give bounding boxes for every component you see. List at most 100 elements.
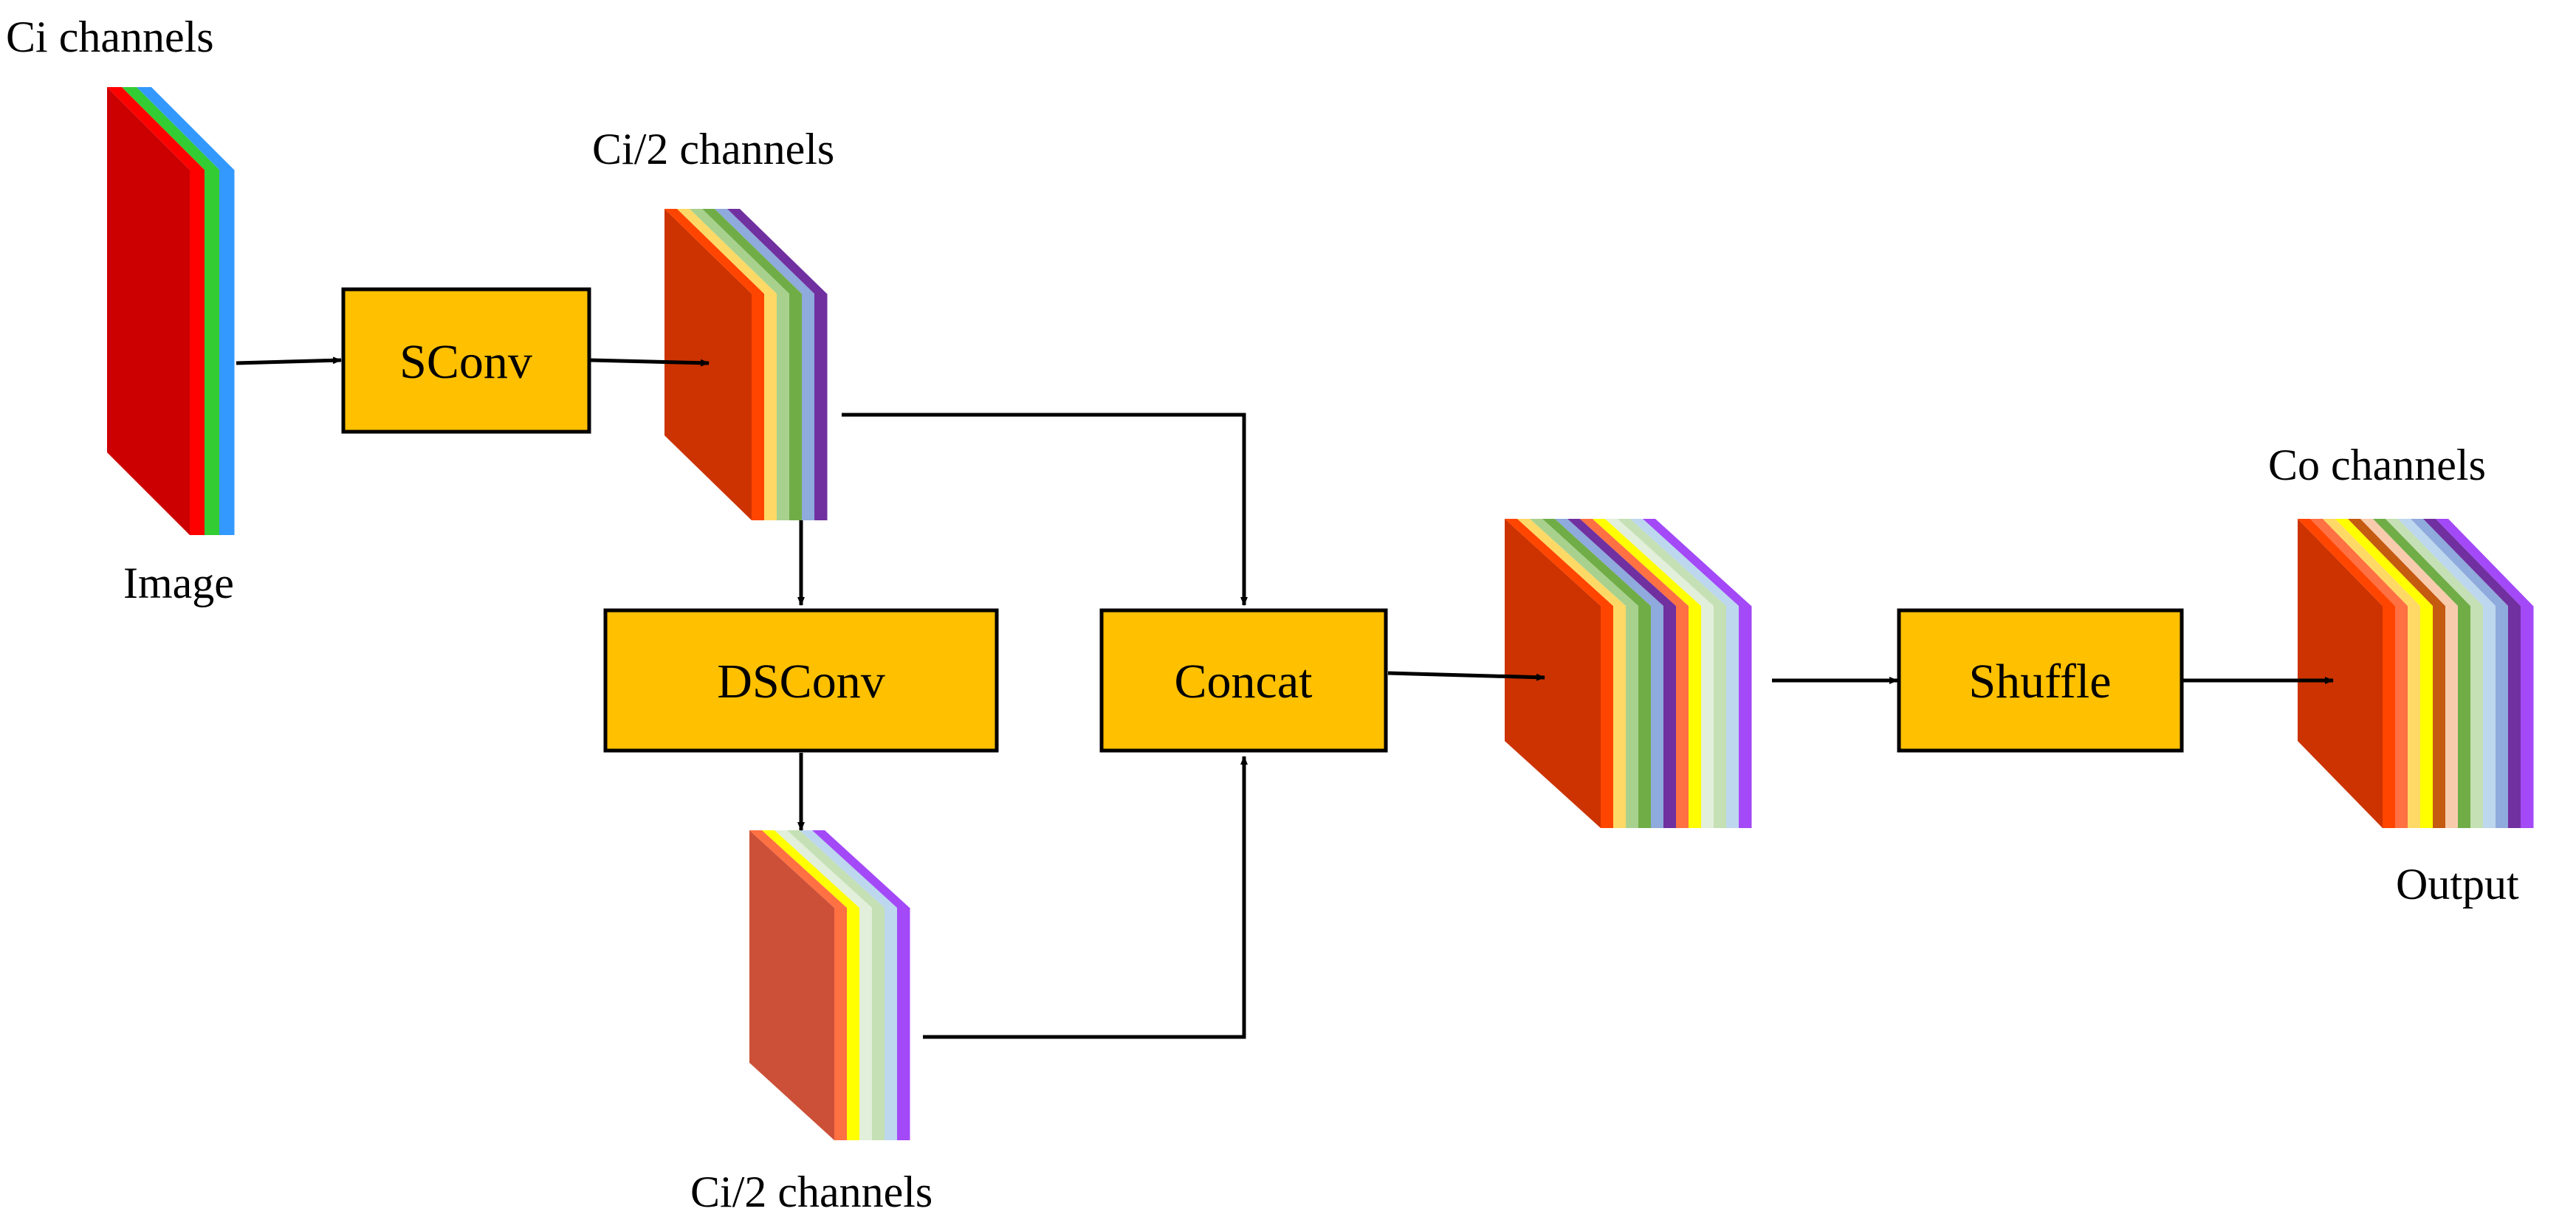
channel-slice-top xyxy=(812,830,910,908)
channel-slice xyxy=(190,170,205,535)
channel-slice-top xyxy=(1517,519,1626,606)
channel-slice xyxy=(789,294,803,520)
channel-front-face xyxy=(749,830,834,1140)
channel-slice-top xyxy=(2423,519,2521,606)
channel-slice-top xyxy=(1542,519,1651,606)
arrow-sconv-to-feature xyxy=(590,358,710,367)
concat-box xyxy=(1099,608,1388,753)
shuffle-block: Shuffle xyxy=(1897,608,2184,753)
channel-slice xyxy=(2483,606,2496,828)
dsconv-output-feature-map xyxy=(749,830,910,1140)
channel-slice-top xyxy=(1643,519,1751,606)
sconv-output-feature-map xyxy=(664,209,828,520)
input-feature-map xyxy=(107,87,235,535)
channel-slice-top xyxy=(715,209,814,294)
channel-slice-top xyxy=(2386,519,2483,606)
sconv-box xyxy=(341,287,591,434)
channel-slice xyxy=(1726,606,1739,828)
channel-slice-top xyxy=(749,830,847,908)
dsconv-block: DSConv xyxy=(603,608,999,753)
channel-slice-top xyxy=(762,830,859,908)
sconv-label: SConv xyxy=(399,335,532,389)
channel-slice-top xyxy=(1618,519,1726,606)
channel-slice-top xyxy=(727,209,827,294)
channel-slice xyxy=(2496,606,2509,828)
channel-slice xyxy=(1601,606,1614,828)
shuffle-label: Shuffle xyxy=(1968,655,2111,709)
channel-slice xyxy=(2470,606,2484,828)
channel-slice xyxy=(1613,606,1627,828)
output-channels-label: Co channels xyxy=(2268,441,2486,489)
dsconv-label: DSConv xyxy=(717,655,885,709)
channel-slice-top xyxy=(702,209,802,294)
channel-slice-top xyxy=(1530,519,1638,606)
channel-slice xyxy=(1714,606,1727,828)
channel-slice-top xyxy=(690,209,789,294)
channel-slice-top xyxy=(2373,519,2470,606)
channel-slice-top xyxy=(137,87,234,170)
channel-slice xyxy=(834,908,848,1140)
channel-slice xyxy=(2433,606,2446,828)
channel-slice xyxy=(752,294,765,520)
channel-slice xyxy=(2383,606,2396,828)
channel-slice xyxy=(2395,606,2408,828)
channel-slice xyxy=(1626,606,1639,828)
shuffle-box xyxy=(1897,608,2184,753)
channel-slice-top xyxy=(1567,519,1676,606)
channel-slice-top xyxy=(800,830,897,908)
channel-slice-top xyxy=(1505,519,1613,606)
channel-slice xyxy=(764,294,777,520)
channel-slice xyxy=(1638,606,1652,828)
channel-slice xyxy=(897,908,910,1140)
channel-slice xyxy=(2508,606,2521,828)
channel-slice-top xyxy=(2436,519,2533,606)
channel-slice-top xyxy=(2411,519,2508,606)
concat-label: Concat xyxy=(1175,655,1313,709)
input-name-label: Image xyxy=(123,559,234,607)
channel-slice xyxy=(859,908,873,1140)
channel-front-face xyxy=(2298,519,2383,828)
output-name-label: Output xyxy=(2396,860,2519,909)
channel-slice xyxy=(2408,606,2421,828)
channel-front-face xyxy=(1505,519,1601,828)
channel-slice xyxy=(1651,606,1664,828)
concat-block: Concat xyxy=(1099,608,1388,753)
channel-slice-top xyxy=(122,87,219,170)
channel-slice xyxy=(1663,606,1677,828)
channel-slice-top xyxy=(774,830,872,908)
channel-slice-top xyxy=(677,209,777,294)
sconv-block: SConv xyxy=(341,287,591,434)
channel-slice xyxy=(2445,606,2459,828)
channel-slice xyxy=(1739,606,1752,828)
channel-slice xyxy=(205,170,220,535)
channel-slice-top xyxy=(2298,519,2395,606)
channel-slice-top xyxy=(2323,519,2420,606)
half-channels-top-label: Ci/2 channels xyxy=(592,125,834,173)
channel-slice xyxy=(1676,606,1689,828)
channel-slice-top xyxy=(2360,519,2458,606)
channel-slice-top xyxy=(2335,519,2433,606)
channel-front-face xyxy=(107,87,190,535)
input-channels-label: Ci channels xyxy=(6,13,214,61)
channel-slice xyxy=(814,294,828,520)
channel-slice xyxy=(885,908,898,1140)
half-channels-bottom-label: Ci/2 channels xyxy=(690,1168,932,1216)
channel-slice xyxy=(777,294,790,520)
channel-slice xyxy=(802,294,815,520)
channel-slice-top xyxy=(1555,519,1663,606)
channel-slice xyxy=(2420,606,2434,828)
channel-slice xyxy=(847,908,860,1140)
channel-slice xyxy=(219,170,235,535)
arrow-image-to-sconv xyxy=(236,356,342,365)
channel-slice-top xyxy=(1580,519,1689,606)
channel-slice xyxy=(1689,606,1702,828)
channel-slice-top xyxy=(787,830,885,908)
channel-slice-top xyxy=(2310,519,2408,606)
dsconv-box xyxy=(603,608,999,753)
channel-slice-top xyxy=(1630,519,1739,606)
arrow-feature-to-concat xyxy=(842,413,1248,606)
channel-slice-top xyxy=(2348,519,2445,606)
channel-slice xyxy=(1701,606,1714,828)
channel-slice xyxy=(872,908,885,1140)
